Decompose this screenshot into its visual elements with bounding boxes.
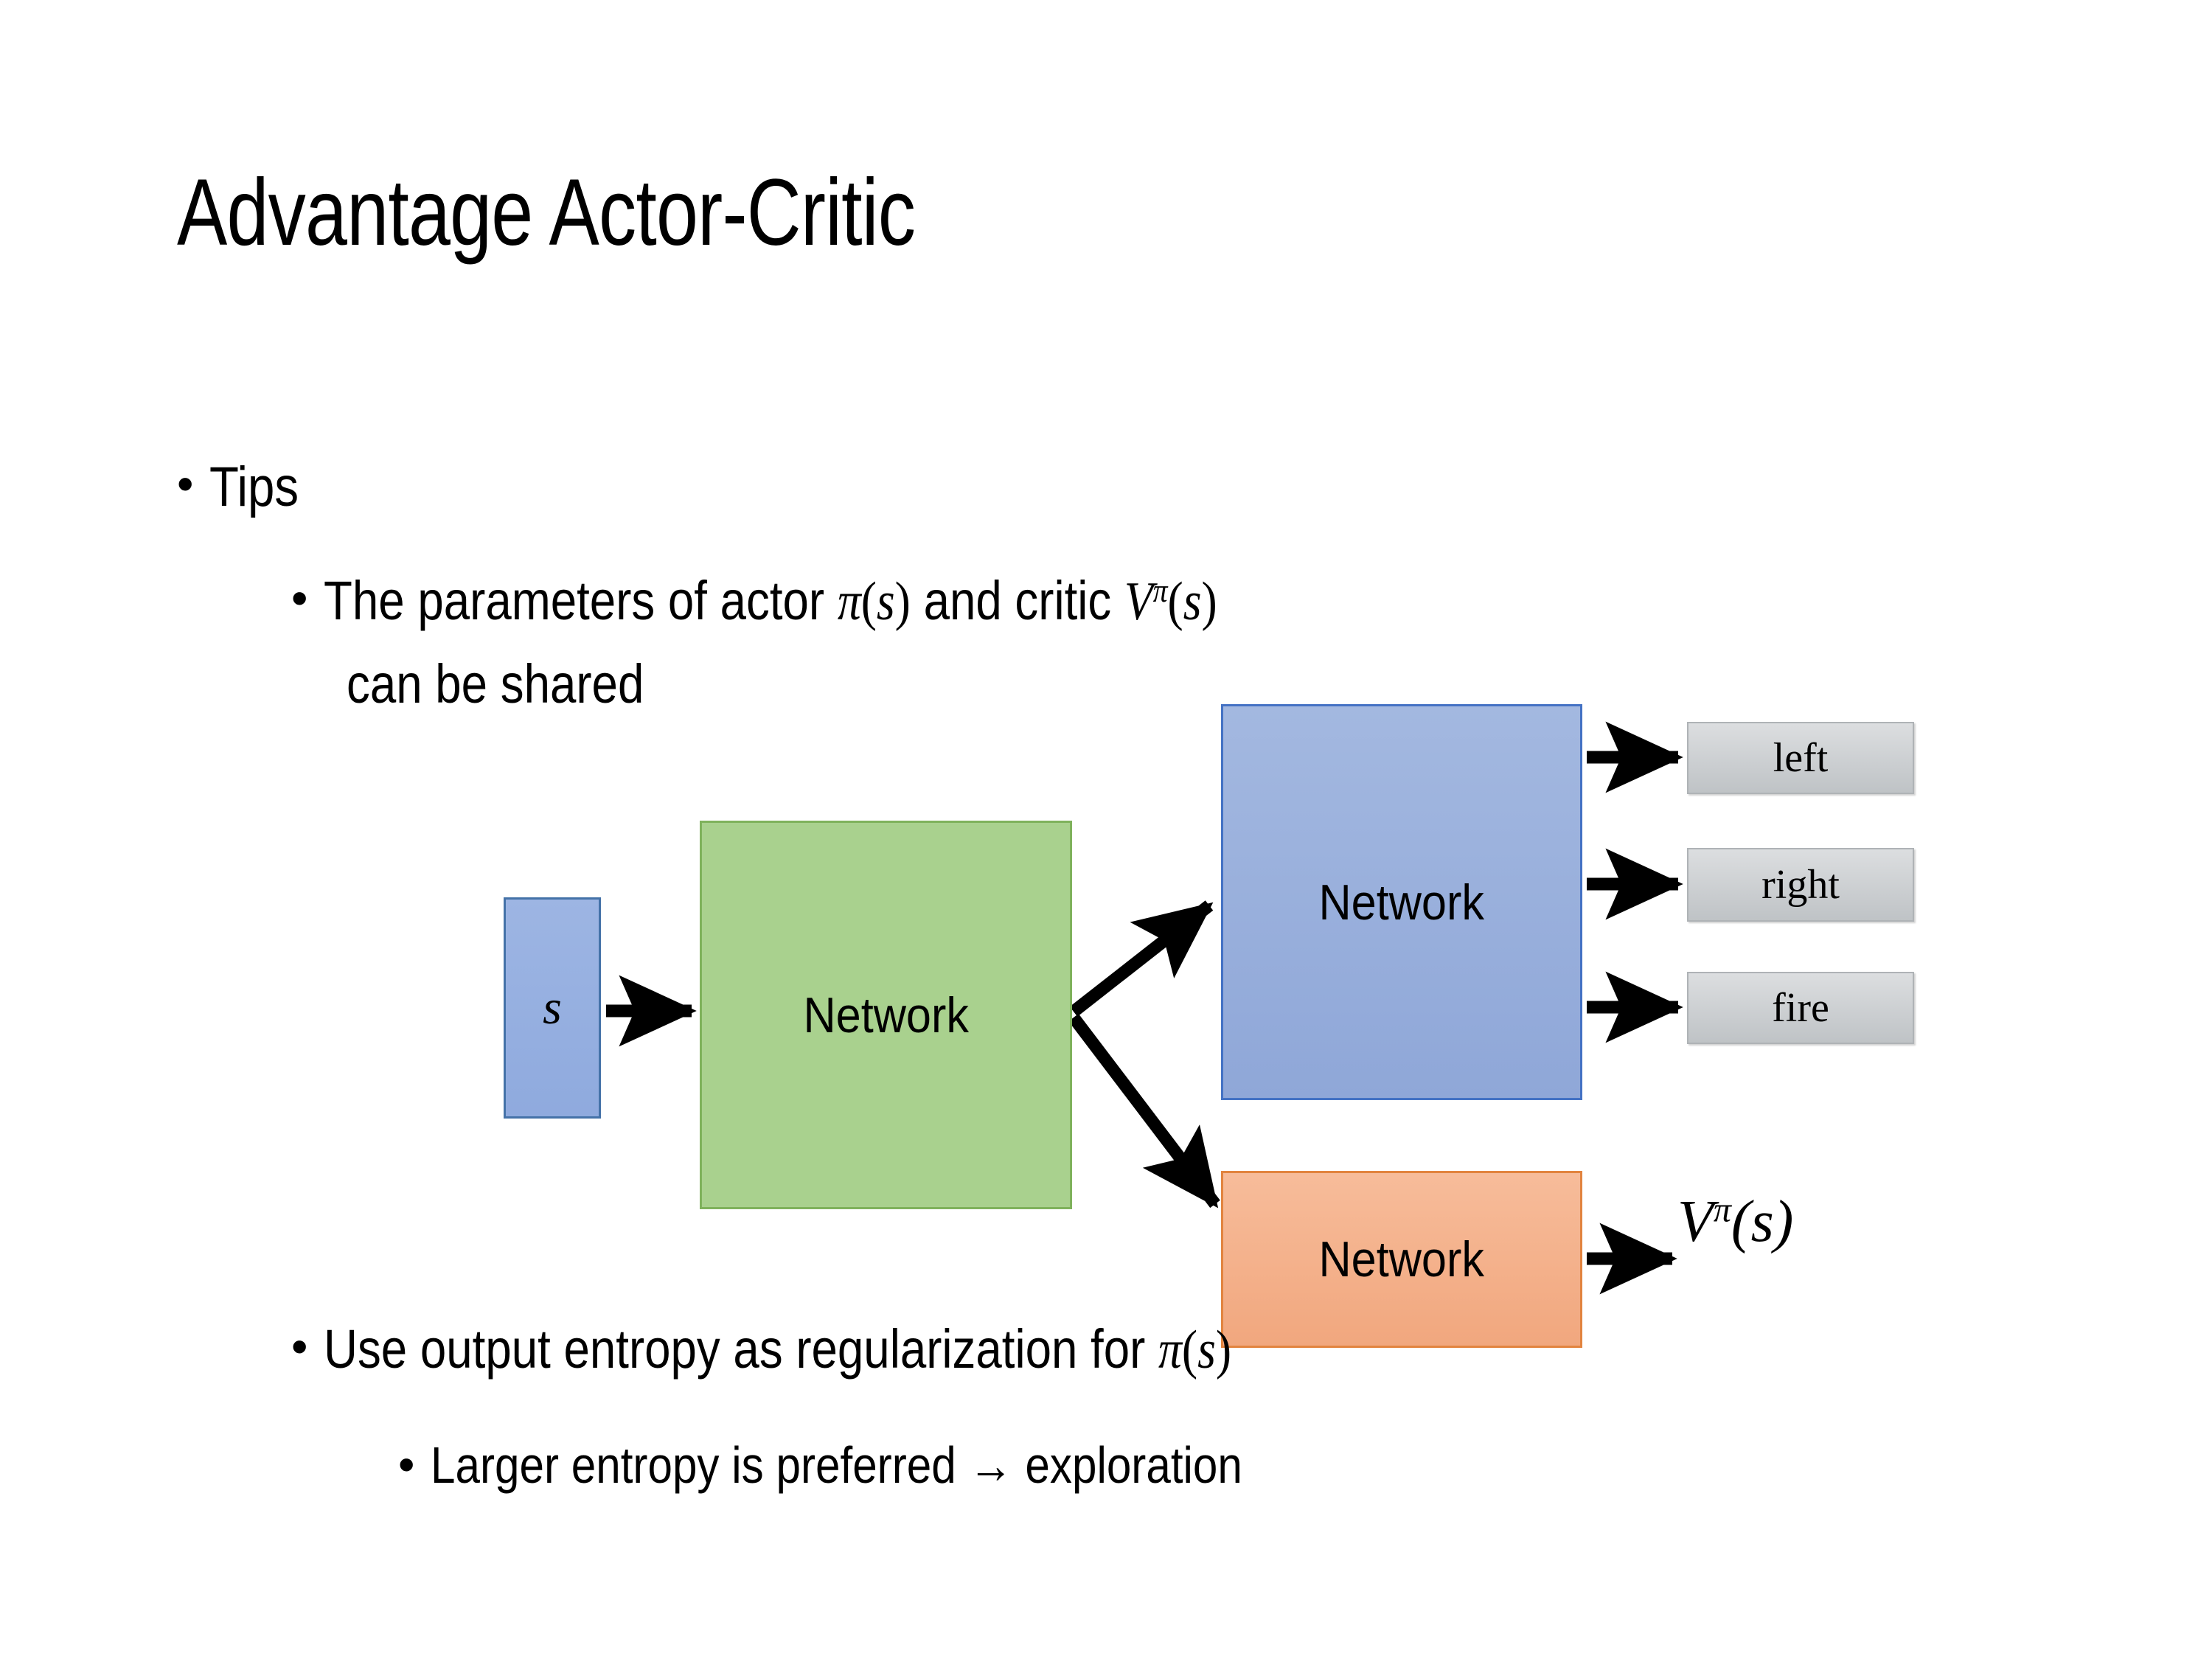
action-output-right: right	[1687, 848, 1914, 922]
critic-value-arg: (s)	[1731, 1189, 1794, 1254]
action-fire-label: fire	[1772, 985, 1829, 1031]
math-v-pi-of-s: Vπ(s)	[1124, 571, 1218, 632]
action-left-label: left	[1773, 735, 1829, 781]
critic-value-base: V	[1677, 1189, 1714, 1254]
bullet-larger-entropy: • Larger entropy is preferred → explorat…	[398, 1436, 1375, 1494]
page-title: Advantage Actor-Critic	[177, 160, 916, 265]
bullet-entropy-regularization: • Use output entropy as regularization f…	[291, 1320, 1380, 1380]
bullet-dot-icon: •	[398, 1438, 415, 1491]
critic-value-superscript: π	[1713, 1190, 1731, 1230]
critic-network-label: Network	[1318, 1231, 1485, 1287]
bullet-shared-parameters-text: The parameters of actor π(s) and critic …	[324, 571, 1217, 632]
shared-network-box: Network	[700, 821, 1072, 1209]
shared-network-label: Network	[803, 987, 969, 1043]
bullet-larger-entropy-text: Larger entropy is preferred → exploratio…	[431, 1436, 1243, 1494]
critic-value-output: Vπ(s)	[1677, 1189, 1793, 1256]
bullet-tips-label: Tips	[209, 456, 299, 518]
actor-network-label: Network	[1318, 874, 1485, 931]
bullet-tips: • Tips	[177, 456, 313, 518]
action-output-fire: fire	[1687, 972, 1914, 1044]
math-pi-of-s: π(s)	[1158, 1320, 1232, 1380]
action-right-label: right	[1761, 862, 1840, 908]
bullet-dot-icon: •	[177, 457, 194, 510]
bullet-dot-icon: •	[291, 571, 308, 625]
state-label: s	[543, 981, 562, 1034]
bullet-params-middle: and critic	[911, 570, 1125, 631]
math-pi-of-s: π(s)	[838, 571, 911, 632]
bullet-params-line2-text: can be shared	[347, 653, 644, 714]
arrow-shared-to-critic	[1068, 1013, 1220, 1208]
actor-network-box: Network	[1221, 704, 1582, 1100]
bullet-dot-icon: •	[291, 1320, 308, 1373]
bullet-params-prefix: The parameters of actor	[324, 570, 838, 631]
action-output-left: left	[1687, 722, 1914, 794]
bullet-entropy-text: Use output entropy as regularization for…	[324, 1320, 1231, 1380]
bullet-shared-parameters-line2: can be shared	[347, 655, 692, 714]
state-input-box: s	[504, 897, 601, 1119]
bullet-entropy-prefix: Use output entropy as regularization for	[324, 1318, 1159, 1380]
arrow-shared-to-actor	[1069, 900, 1214, 1017]
bullet-shared-parameters: • The parameters of actor π(s) and criti…	[291, 571, 1363, 632]
